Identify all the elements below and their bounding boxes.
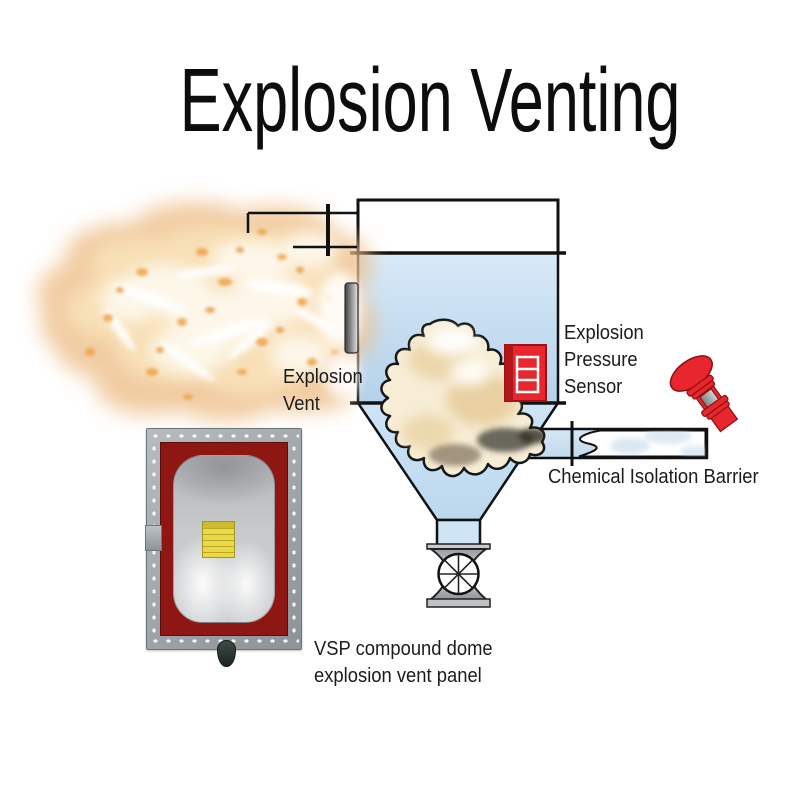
pressure-sensor-label-line3: Sensor xyxy=(564,376,623,398)
vent-panel-caption: VSP compound dome explosion vent panel xyxy=(314,636,493,690)
explosion-vent-label: Explosion Vent xyxy=(283,364,363,418)
injector-collar xyxy=(691,380,716,400)
explosion-vent-label-line1: Explosion xyxy=(283,366,363,388)
pressure-sensor-label-line2: Pressure xyxy=(564,349,638,371)
injector-collar xyxy=(706,400,730,420)
vessel-clean-air-plenum xyxy=(356,198,560,255)
vent-panel-photo xyxy=(145,428,302,667)
chemical-isolation-injector-icon xyxy=(669,355,739,433)
vent-panel-caution-sticker xyxy=(202,521,235,558)
duct-outline xyxy=(521,427,709,460)
vent-panel-bolt-holes-top xyxy=(149,431,299,441)
suppressant-texture xyxy=(610,430,706,457)
explosion-vent-label-line2: Vent xyxy=(283,393,320,415)
vent-panel-side-tab xyxy=(145,525,162,551)
explosion-fireball xyxy=(37,202,374,421)
valve-bottom-flange xyxy=(426,598,491,608)
vent-panel-bolt-holes-right xyxy=(289,442,299,636)
vent-panel-caption-line2: explosion vent panel xyxy=(314,665,482,687)
hopper-neck xyxy=(435,518,482,547)
explosion-pressure-sensor-icon xyxy=(504,344,547,402)
vent-panel-burst-sensor-connector xyxy=(217,640,236,667)
pressure-sensor-label: Explosion Pressure Sensor xyxy=(564,320,644,401)
vent-discharge-duct xyxy=(246,204,357,256)
chemical-barrier-label: Chemical Isolation Barrier xyxy=(548,466,759,488)
internal-deflagration-cloud xyxy=(380,318,546,478)
fire-embers xyxy=(85,229,339,400)
pressure-sensor-label-line1: Explosion xyxy=(564,322,644,344)
valve-hub xyxy=(456,572,461,576)
rotary-airlock-valve-icon xyxy=(426,518,491,608)
outlet-duct xyxy=(521,421,709,466)
explosion-vent-opening-icon xyxy=(344,282,359,354)
vent-panel-caption-line1: VSP compound dome xyxy=(314,638,493,660)
page-title: Explosion Venting xyxy=(179,51,681,151)
